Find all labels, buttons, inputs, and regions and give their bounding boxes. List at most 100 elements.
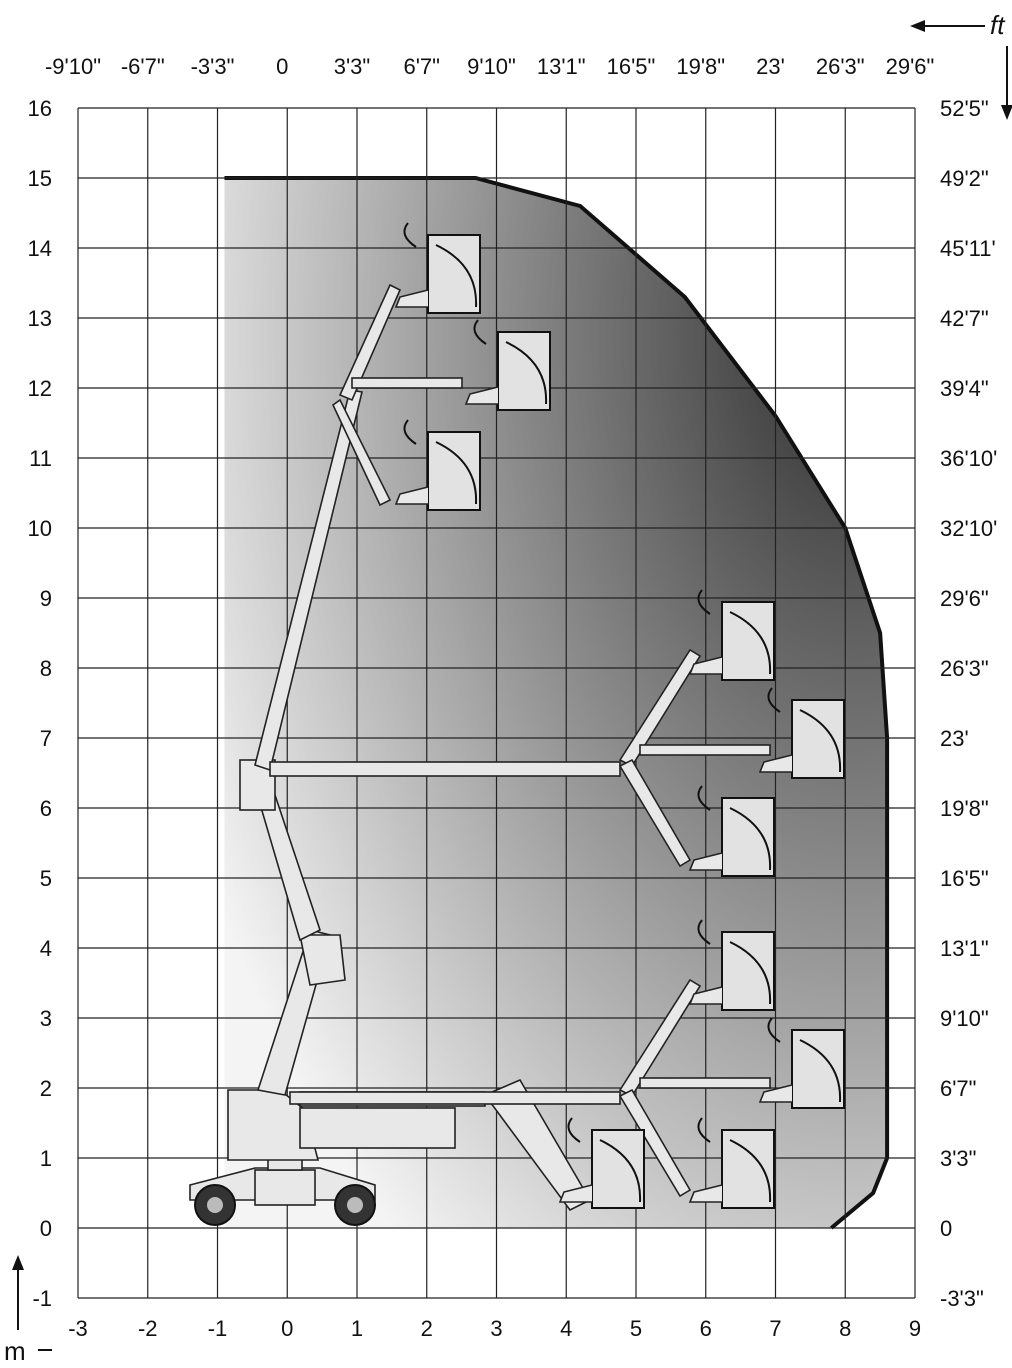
x-tick-label-m: 4	[560, 1316, 572, 1341]
y-tick-label-ft: -3'3"	[940, 1286, 984, 1311]
y-tick-label-m: 10	[28, 516, 52, 541]
x-tick-label-m: 2	[421, 1316, 433, 1341]
y-tick-label-m: 13	[28, 306, 52, 331]
basket-handle	[697, 919, 711, 945]
x-tick-label-ft: -3'3"	[191, 54, 235, 79]
basket-bracket	[558, 1184, 593, 1203]
x-tick-label-m: 8	[839, 1316, 851, 1341]
x-tick-label-m: 5	[630, 1316, 642, 1341]
platform-basket-icon	[688, 919, 775, 1011]
basket-body	[427, 234, 481, 314]
y-tick-label-m: 9	[40, 586, 52, 611]
working-envelope	[224, 178, 888, 1228]
ft-unit-indicator: ft	[910, 10, 1012, 120]
basket-handle	[767, 687, 781, 713]
grid	[77, 107, 916, 1299]
basket-bracket	[394, 289, 429, 308]
y-tick-label-ft: 52'5"	[940, 96, 989, 121]
basket-body	[721, 1129, 775, 1209]
x-tick-label-ft: 23'	[756, 54, 785, 79]
y-tick-label-ft: 3'3"	[940, 1146, 976, 1171]
x-tick-label-ft: 0	[276, 54, 288, 79]
y-tick-label-ft: 42'7"	[940, 306, 989, 331]
basket-bracket	[758, 754, 793, 773]
basket-rail	[599, 1139, 642, 1203]
x-tick-label-ft: -9'10"	[45, 54, 101, 79]
basket-bracket	[688, 852, 723, 871]
platform-basket-icon	[758, 687, 845, 779]
aerial-lift-illustration	[189, 222, 845, 1226]
x-tick-label-m: 3	[490, 1316, 502, 1341]
x-tick-label-ft: 26'3"	[816, 54, 865, 79]
y-tick-label-m: 1	[40, 1146, 52, 1171]
m-unit-label: m	[4, 1336, 26, 1366]
y-tick-label-ft: 36'10'	[940, 446, 997, 471]
y-tick-label-m: 2	[40, 1076, 52, 1101]
y-tick-label-m: 0	[40, 1216, 52, 1241]
x-tick-label-ft: -6'7"	[121, 54, 165, 79]
basket-handle	[473, 319, 487, 345]
basket-bracket	[688, 986, 723, 1005]
basket-rail	[729, 941, 772, 1005]
y-tick-label-m: 11	[29, 446, 52, 471]
y-tick-label-ft: 0	[940, 1216, 952, 1241]
basket-handle	[403, 222, 417, 248]
platform-basket-icon	[464, 319, 551, 411]
basket-bracket	[688, 1184, 723, 1203]
x-tick-label-m: -1	[208, 1316, 228, 1341]
platform-basket-icon	[758, 1017, 845, 1109]
x-tick-label-ft: 16'5"	[607, 54, 656, 79]
basket-rail	[799, 709, 842, 773]
basket-rail	[729, 1139, 772, 1203]
basket-body	[427, 431, 481, 511]
basket-rail	[435, 244, 478, 308]
basket-bracket	[758, 1084, 793, 1103]
platform-basket-icon	[394, 222, 481, 314]
y-tick-label-ft: 45'11'	[940, 236, 996, 261]
y-tick-label-m: -1	[32, 1286, 52, 1311]
basket-handle	[567, 1117, 581, 1143]
platform-basket-icon	[688, 1117, 775, 1209]
y-tick-label-ft: 16'5"	[940, 866, 989, 891]
basket-body	[497, 331, 551, 411]
platform-basket-icon	[688, 785, 775, 877]
basket-handle	[767, 1017, 781, 1043]
basket-body	[791, 699, 845, 779]
y-tick-label-m: 16	[28, 96, 52, 121]
basket-body	[721, 931, 775, 1011]
basket-handle	[697, 785, 711, 811]
basket-rail	[799, 1039, 842, 1103]
x-tick-label-ft: 3'3"	[334, 54, 370, 79]
basket-body	[721, 797, 775, 877]
x-tick-label-m: -2	[138, 1316, 158, 1341]
y-tick-label-ft: 23'	[940, 726, 969, 751]
y-tick-label-ft: 26'3"	[940, 656, 989, 681]
y-tick-label-ft: 39'4"	[940, 376, 989, 401]
basket-bracket	[394, 486, 429, 505]
platform-basket-icon	[394, 419, 481, 511]
y-tick-label-ft: 9'10"	[940, 1006, 989, 1031]
platform-basket-icon	[688, 589, 775, 681]
basket-rail	[729, 611, 772, 675]
ft-unit-label: ft	[990, 10, 1006, 40]
y-tick-label-m: 15	[28, 166, 52, 191]
y-tick-label-ft: 6'7"	[940, 1076, 976, 1101]
basket-handle	[697, 1117, 711, 1143]
platform-basket-icon	[558, 1117, 645, 1209]
y-tick-label-m: 14	[28, 236, 52, 261]
basket-bracket	[688, 656, 723, 675]
y-tick-label-m: 4	[40, 936, 52, 961]
x-tick-label-ft: 9'10"	[467, 54, 516, 79]
y-tick-label-ft: 19'8"	[940, 796, 989, 821]
y-tick-label-m: 8	[40, 656, 52, 681]
y-tick-label-m: 7	[40, 726, 52, 751]
x-tick-label-m: 6	[700, 1316, 712, 1341]
x-tick-label-ft: 13'1"	[537, 54, 586, 79]
basket-handle	[697, 589, 711, 615]
basket-rail	[729, 807, 772, 871]
basket-handle	[403, 419, 417, 445]
y-tick-label-m: 6	[40, 796, 52, 821]
m-unit-indicator: m	[4, 1255, 52, 1366]
